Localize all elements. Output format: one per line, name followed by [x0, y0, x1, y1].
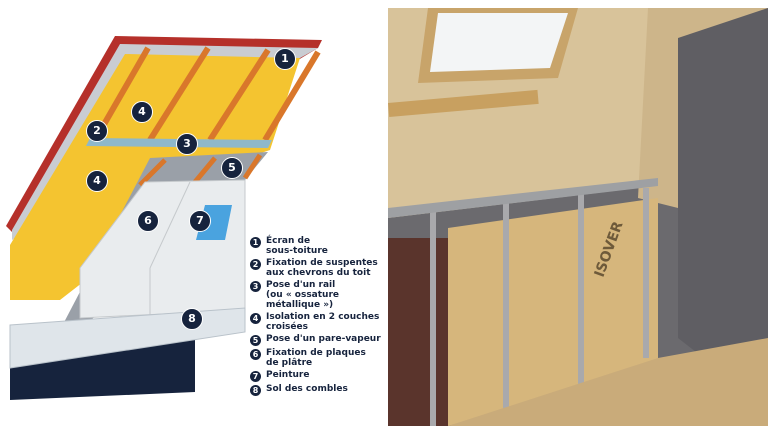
marker-5: 5	[221, 157, 243, 179]
legend-item: 8 Sol des combles	[250, 384, 385, 396]
marker-8: 8	[181, 308, 203, 330]
marker-2: 2	[86, 120, 108, 142]
brick-wall	[388, 238, 448, 426]
legend-text: Écran de sous-toiture	[266, 236, 328, 256]
legend-text: Fixation de suspentes aux chevrons du to…	[266, 258, 378, 278]
legend-text: Pose d'un rail (ou « ossature métallique…	[266, 280, 340, 310]
wooden-beam	[388, 89, 539, 117]
attic-insulation-photo: ISOVER	[388, 8, 768, 426]
gray-wall	[678, 8, 768, 408]
legend-text: Pose d'un pare-vapeur	[266, 334, 381, 344]
legend-number: 7	[250, 371, 261, 382]
legend-number: 2	[250, 259, 261, 270]
attic-photo: ISOVER	[388, 8, 768, 426]
legend-item: 7 Peinture	[250, 370, 385, 382]
legend-item: 4 Isolation en 2 couches croisées	[250, 312, 385, 332]
marker-6: 6	[137, 210, 159, 232]
metal-rail	[388, 178, 658, 218]
legend-number: 8	[250, 385, 261, 396]
marker-4a: 4	[131, 101, 153, 123]
legend: 1 Écran de sous-toiture 2 Fixation de susp…	[250, 236, 385, 398]
insulation-wall	[448, 198, 658, 426]
legend-item: 5 Pose d'un pare-vapeur	[250, 334, 385, 346]
legend-number: 4	[250, 313, 261, 324]
legend-item: 3 Pose d'un rail (ou « ossature métalliqu…	[250, 280, 385, 310]
legend-item: 1 Écran de sous-toiture	[250, 236, 385, 256]
metal-studs	[430, 188, 649, 426]
marker-3: 3	[176, 133, 198, 155]
legend-text: Fixation de plaques de plâtre	[266, 348, 366, 368]
legend-text: Isolation en 2 couches croisées	[266, 312, 380, 332]
legend-number: 1	[250, 237, 261, 248]
marker-4b: 4	[86, 170, 108, 192]
osb-floor	[448, 338, 768, 426]
legend-text: Peinture	[266, 370, 310, 380]
legend-item: 2 Fixation de suspentes aux chevrons du t…	[250, 258, 385, 278]
legend-number: 5	[250, 335, 261, 346]
legend-item: 6 Fixation de plaques de plâtre	[250, 348, 385, 368]
legend-text: Sol des combles	[266, 384, 348, 394]
legend-number: 6	[250, 349, 261, 360]
marker-1: 1	[274, 48, 296, 70]
marker-7: 7	[189, 210, 211, 232]
skylight-glass	[430, 13, 568, 72]
legend-number: 3	[250, 281, 261, 292]
